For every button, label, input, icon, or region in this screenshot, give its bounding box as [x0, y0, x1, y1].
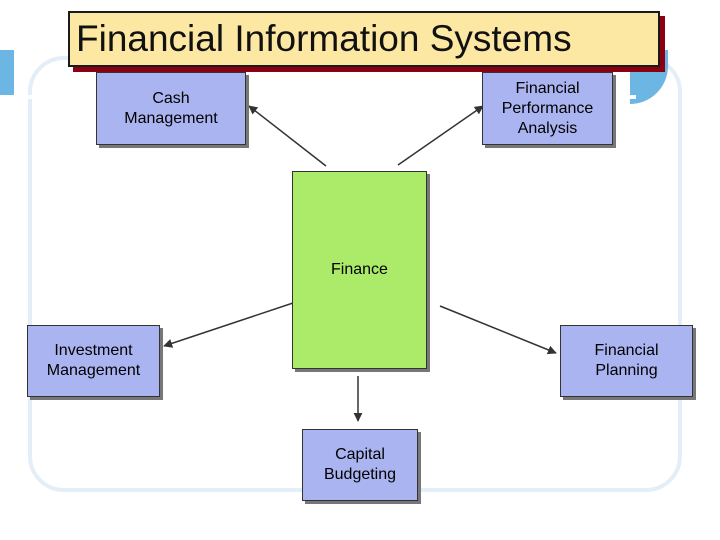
edge-finance-to-investment-management — [163, 301, 297, 348]
node-cash-management: Cash Management — [96, 72, 246, 145]
node-financial-planning: Financial Planning — [560, 325, 693, 397]
edge-finance-to-financial-planning — [439, 305, 557, 355]
node-capital-budgeting-label: Capital Budgeting — [323, 446, 397, 483]
accent-strip-left — [0, 50, 14, 98]
slide-title: Financial Information Systems — [68, 11, 660, 67]
node-financial-planning-label: Financial Planning — [594, 342, 659, 379]
accent-divider-line — [0, 95, 636, 99]
edge-finance-to-performance-analysis — [397, 105, 484, 166]
node-cash-management-label: Cash Management — [124, 89, 218, 127]
node-finance: Finance — [292, 171, 427, 369]
node-finance-label: Finance — [331, 261, 388, 278]
node-capital-budgeting: Capital Budgeting — [302, 429, 418, 501]
node-investment-management-label: Investment Management — [46, 342, 141, 379]
edge-finance-to-cash-management — [248, 105, 327, 167]
node-financial-performance-analysis: Financial Performance Analysis — [482, 72, 613, 145]
node-investment-management: Investment Management — [27, 325, 160, 397]
node-financial-performance-analysis-label: Financial Performance Analysis — [501, 79, 594, 137]
